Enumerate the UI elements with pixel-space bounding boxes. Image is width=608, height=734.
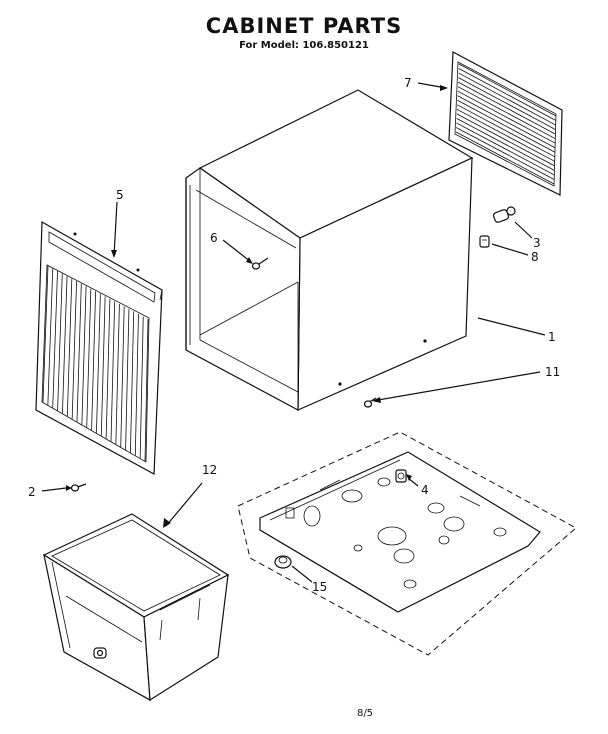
callout-12: 12: [202, 463, 217, 477]
callouts: 1 2 3 4 5 6 7 8 11 12: [28, 76, 560, 594]
screw-part-6: [251, 257, 269, 270]
page-reference: 8/5: [356, 708, 374, 719]
foot-part-15: [274, 555, 292, 569]
callout-8: 8: [531, 250, 539, 264]
callout-5: 5: [116, 188, 124, 202]
fastener-part-4: [395, 469, 407, 483]
callout-4: 4: [421, 483, 429, 497]
callout-6: 6: [210, 231, 218, 245]
callout-7: 7: [404, 76, 412, 90]
callout-3: 3: [533, 236, 541, 250]
callout-11: 11: [545, 365, 560, 379]
clip-part-8: [479, 235, 490, 248]
knob-part-3: [492, 206, 516, 223]
model-subtitle: For Model: 106.850121: [239, 40, 369, 51]
base-pan: [237, 431, 577, 656]
callout-2: 2: [28, 485, 36, 499]
diagram-title: CABINET PARTS: [205, 14, 403, 38]
screw-part-11: [363, 397, 377, 408]
callout-1: 1: [548, 330, 556, 344]
rear-grille-part-7: [448, 51, 563, 196]
screw-part-2: [70, 483, 87, 492]
front-grille-part-5: [35, 220, 163, 475]
callout-15: 15: [312, 580, 327, 594]
cabinet-shell: [185, 89, 474, 411]
water-bucket-part-12: [42, 513, 230, 702]
